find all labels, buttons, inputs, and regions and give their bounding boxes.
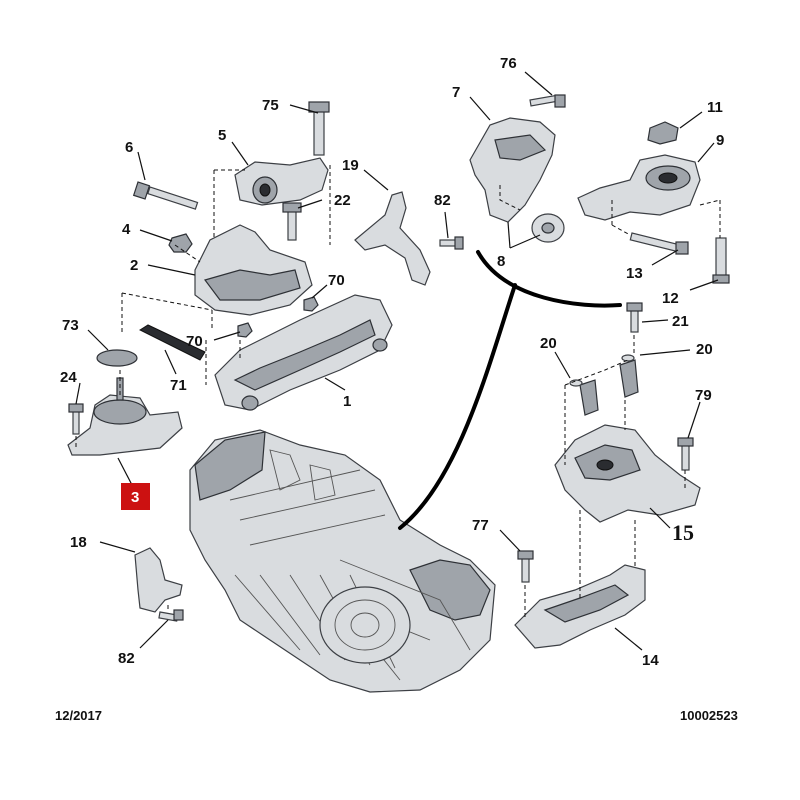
part-11-nut <box>647 121 679 145</box>
part-77-bolt <box>517 550 534 583</box>
callout-8: 8 <box>497 253 505 270</box>
part-73-washer <box>96 349 138 367</box>
callout-1: 1 <box>343 393 351 410</box>
callout-20-b: 20 <box>696 341 713 358</box>
part-1-support-frame <box>214 294 393 411</box>
part-8-bushing <box>531 213 565 243</box>
part-24-bolt <box>68 403 84 435</box>
callout-76: 76 <box>500 55 517 72</box>
callout-20-a: 20 <box>540 335 557 352</box>
callout-75: 75 <box>262 97 279 114</box>
part-13-bolt <box>629 232 689 255</box>
footer-date: 12/2017 <box>55 708 102 723</box>
callout-77: 77 <box>472 517 489 534</box>
callout-12: 12 <box>662 290 679 307</box>
part-76-bolt <box>529 94 566 108</box>
engine-assembly <box>189 429 496 693</box>
callout-19: 19 <box>342 157 359 174</box>
part-75-bolt <box>308 101 330 156</box>
part-79-bolt <box>677 437 694 471</box>
callout-7: 7 <box>452 84 460 101</box>
part-12-bolt <box>712 237 730 284</box>
part-20-shims <box>569 354 639 416</box>
part-6-bolt <box>132 181 199 210</box>
callout-9: 9 <box>716 132 724 149</box>
part-4-nut <box>168 233 193 253</box>
callout-11: 11 <box>707 99 723 116</box>
callout-22: 22 <box>334 192 351 209</box>
connector-line-right <box>398 283 517 530</box>
part-3-engine-mount <box>67 377 183 456</box>
callout-71: 71 <box>170 377 187 394</box>
callout-3-highlight: 3 <box>121 483 150 510</box>
callout-18: 18 <box>70 534 87 551</box>
callout-13: 13 <box>626 265 643 282</box>
callout-14: 14 <box>642 652 659 669</box>
callout-15: 15 <box>672 520 694 545</box>
callout-70-a: 70 <box>328 272 345 289</box>
leader-lines <box>75 71 719 651</box>
callout-3-box <box>121 483 150 510</box>
part-7-bracket <box>469 117 556 223</box>
part-70-nuts <box>237 296 319 338</box>
part-71-stud <box>138 324 206 361</box>
callout-5: 5 <box>218 127 226 144</box>
callout-73: 73 <box>62 317 79 334</box>
part-22-bolt <box>282 202 302 241</box>
part-82-bolt-lower <box>158 609 184 622</box>
part-9-upper-mount <box>577 154 701 221</box>
part-14-lower-bracket <box>514 564 646 649</box>
part-5-torque-rod <box>234 157 329 206</box>
part-18-bracket <box>134 547 183 613</box>
callout-6: 6 <box>125 139 133 156</box>
part-19-bracket <box>354 191 431 286</box>
callout-82-upper: 82 <box>434 192 451 209</box>
footer-reference: 10002523 <box>680 708 738 723</box>
callout-79: 79 <box>695 387 712 404</box>
callout-2: 2 <box>130 257 138 274</box>
callout-70-b: 70 <box>186 333 203 350</box>
callout-82-lower: 82 <box>118 650 135 667</box>
connector-line-top <box>476 250 622 308</box>
part-82-bolt-upper <box>439 236 464 250</box>
callout-24: 24 <box>60 369 77 386</box>
alignment-lines <box>75 165 721 620</box>
callout-21: 21 <box>672 313 689 330</box>
part-15-transmission-mount <box>554 424 701 523</box>
callout-3: 3 <box>131 489 139 506</box>
callout-4: 4 <box>122 221 131 238</box>
part-21-bolt <box>626 302 643 333</box>
part-2-mount-bracket <box>194 224 313 316</box>
callout-labels: 75 5 6 19 22 4 2 70 73 70 71 24 1 3 18 8… <box>60 55 724 669</box>
